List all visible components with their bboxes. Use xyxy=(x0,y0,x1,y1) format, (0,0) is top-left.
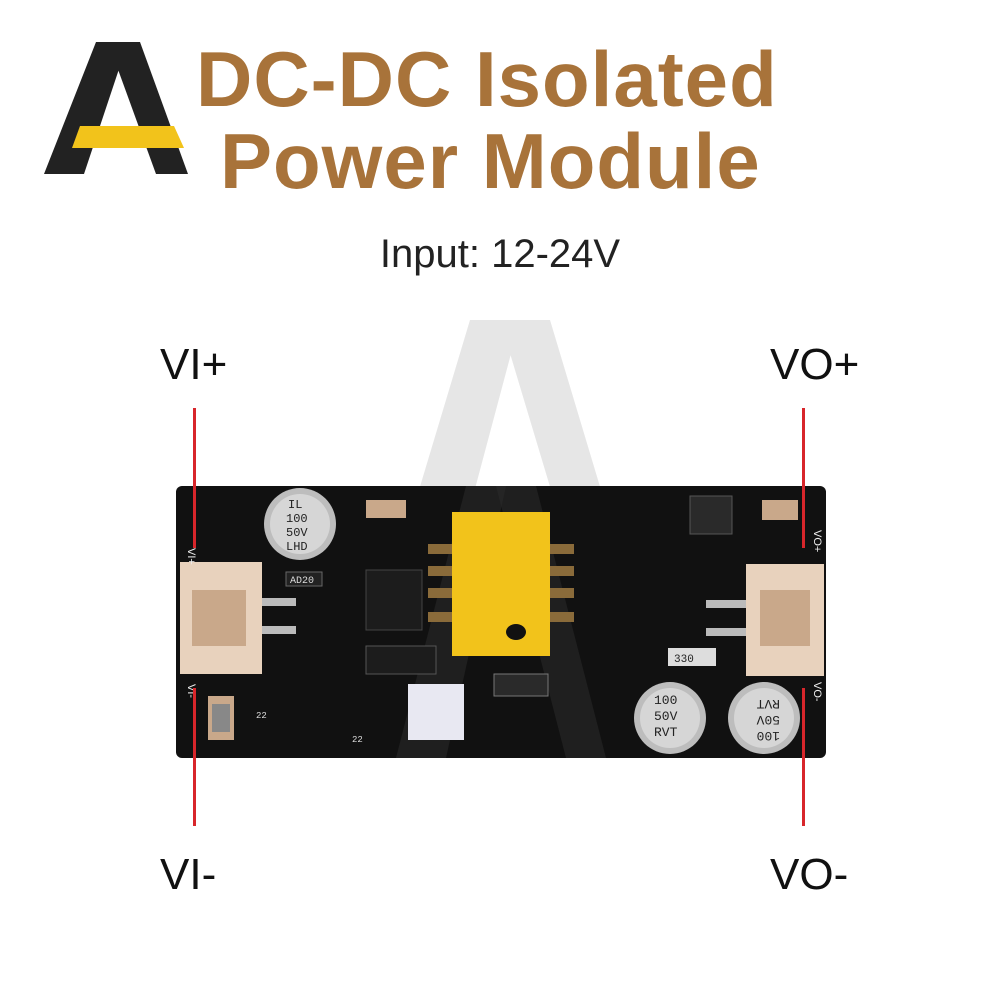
svg-text:50V: 50V xyxy=(756,712,780,727)
svg-text:AD20: AD20 xyxy=(290,576,314,587)
svg-text:VO-: VO- xyxy=(811,682,823,702)
pin-label-vi-minus: VI- xyxy=(160,850,217,899)
isolation-transformer xyxy=(428,512,574,656)
svg-text:IL: IL xyxy=(288,498,302,512)
svg-text:22: 22 xyxy=(352,735,363,745)
pin-label-vi-plus: VI+ xyxy=(160,340,228,389)
svg-text:LHD: LHD xyxy=(286,540,308,554)
svg-text:VO+: VO+ xyxy=(811,530,823,552)
output-connector xyxy=(706,564,824,676)
controller-ic: AD20 xyxy=(285,569,423,631)
input-capacitor: IL 100 50V LHD xyxy=(264,488,336,560)
svg-text:RVT: RVT xyxy=(654,725,678,740)
title-line-2: Power Module xyxy=(220,117,761,205)
output-capacitor-1: 100 50V RVT xyxy=(634,682,706,754)
svg-text:330: 330 xyxy=(674,654,694,666)
svg-text:RVT: RVT xyxy=(756,696,780,711)
leader-line-vi-plus xyxy=(193,408,196,548)
input-connector xyxy=(180,562,296,674)
title-line-1: DC-DC Isolated xyxy=(196,35,778,123)
logo-left-a xyxy=(44,42,128,174)
input-voltage-subtitle: Input: 12-24V xyxy=(379,232,621,276)
pin-label-vo-minus: VO- xyxy=(770,850,849,899)
output-capacitor-2: 100 50V RVT xyxy=(728,682,800,754)
svg-text:50V: 50V xyxy=(654,709,678,724)
svg-text:22: 22 xyxy=(256,711,267,721)
svg-text:100: 100 xyxy=(654,693,677,708)
brand-logo xyxy=(44,42,188,174)
leader-line-vi-minus xyxy=(193,688,196,826)
logo-right-a xyxy=(108,42,188,174)
pin-label-vo-plus: VO+ xyxy=(770,340,860,389)
leader-line-vo-plus xyxy=(802,408,805,548)
pcb-board: IL 100 50V LHD AD20 330 22 22 100 50V xyxy=(176,486,826,758)
leader-line-vo-minus xyxy=(802,688,805,826)
svg-text:50V: 50V xyxy=(286,526,308,540)
logo-accent-bar xyxy=(72,126,184,148)
svg-text:100: 100 xyxy=(286,512,308,526)
svg-text:100: 100 xyxy=(757,728,780,743)
svg-text:VI+: VI+ xyxy=(185,548,197,565)
